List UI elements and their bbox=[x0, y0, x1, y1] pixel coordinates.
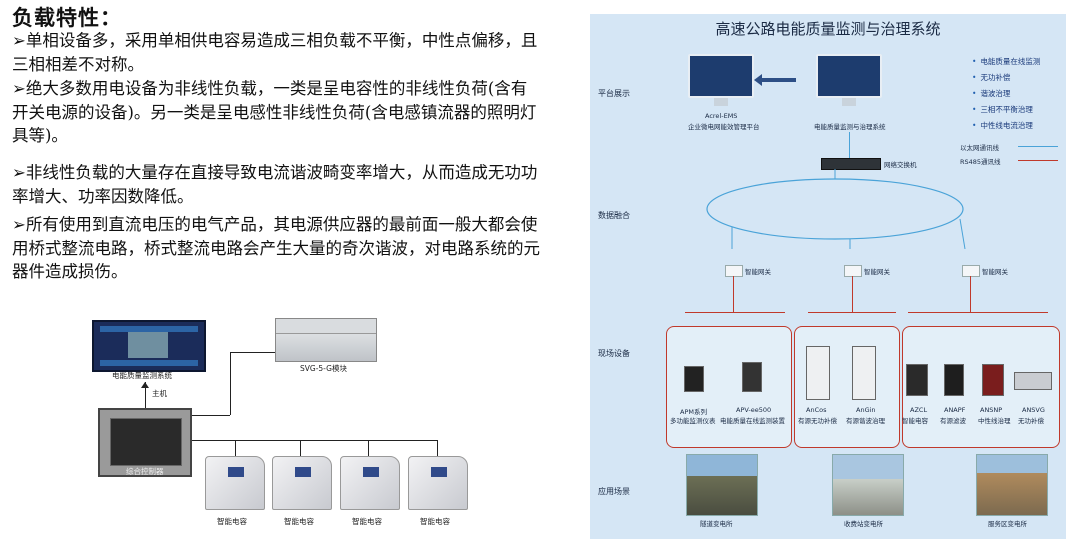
angin-cabinet bbox=[852, 346, 876, 400]
ems-platform-monitor bbox=[688, 54, 754, 106]
monitoring-system-screen bbox=[92, 320, 206, 372]
platform-desc: 电能质量监测与治理系统 bbox=[814, 123, 886, 131]
scene-label: 收费站变电所 bbox=[844, 520, 883, 528]
capacitor-label: 智能电容 bbox=[420, 517, 450, 526]
gateway-label: 智能网关 bbox=[745, 268, 771, 276]
section-label: 平台展示 bbox=[598, 89, 630, 98]
device-name: APV-ee500 bbox=[736, 406, 772, 414]
gateway-icon bbox=[725, 265, 743, 277]
gateway-label: 智能网关 bbox=[864, 268, 890, 276]
controller-label: 综合控制器 bbox=[126, 467, 164, 476]
device-name: ANAPF bbox=[944, 406, 966, 414]
link-label: 主机 bbox=[152, 389, 167, 398]
line-legend-rs485: RS485通讯线 bbox=[960, 158, 1001, 166]
paragraph-text: 所有使用到直流电压的电气产品，其电源供应器的最前面一般大都会使用桥式整流电路，桥… bbox=[12, 215, 540, 281]
azcl-capacitor bbox=[906, 364, 928, 396]
paragraph-4: ➢所有使用到直流电压的电气产品，其电源供应器的最前面一般大都会使用桥式整流电路，… bbox=[12, 213, 542, 284]
smart-capacitor bbox=[340, 456, 400, 510]
device-name: AnCos bbox=[806, 406, 827, 414]
ansvg-module bbox=[1014, 372, 1052, 390]
ansnp-device bbox=[982, 364, 1004, 396]
gateway-icon bbox=[844, 265, 862, 277]
service-area-photo bbox=[976, 454, 1048, 516]
arrow-bullet-icon: ➢ bbox=[12, 31, 26, 50]
paragraph-2: ➢绝大多数用电设备为非线性负载，一类是呈电容性的非线性负荷(含有开关电源的设备)… bbox=[12, 77, 542, 148]
gateway-label: 智能网关 bbox=[982, 268, 1008, 276]
paragraph-text: 绝大多数用电设备为非线性负载，一类是呈电容性的非线性负荷(含有开关电源的设备)。… bbox=[12, 79, 537, 145]
diagram-title: 高速公路电能质量监测与治理系统 bbox=[715, 20, 941, 38]
section-label: 现场设备 bbox=[598, 349, 630, 358]
ancos-cabinet bbox=[806, 346, 830, 400]
switch-label: 网络交换机 bbox=[884, 161, 917, 169]
smart-capacitor bbox=[272, 456, 332, 510]
arrow-bullet-icon: ➢ bbox=[12, 163, 26, 182]
smart-capacitor bbox=[408, 456, 468, 510]
section-label: 数据融合 bbox=[598, 211, 630, 220]
device-desc: 电能质量在线监测装置 bbox=[720, 417, 785, 425]
toll-station-photo bbox=[832, 454, 904, 516]
paragraph-text: 非线性负载的大量存在直接导致电流谐波畸变率增大，从而造成无功功率增大、功率因数降… bbox=[12, 163, 538, 206]
integrated-controller bbox=[98, 408, 192, 477]
legend-item: 三相不平衡治理 bbox=[972, 104, 1033, 115]
arrow-bullet-icon: ➢ bbox=[12, 79, 26, 98]
apm-meter bbox=[684, 366, 704, 392]
device-name: AZCL bbox=[910, 406, 928, 414]
scene-label: 服务区变电所 bbox=[988, 520, 1027, 528]
data-fusion-network bbox=[706, 169, 966, 249]
paragraph-1: ➢单相设备多，采用单相供电容易造成三相负载不平衡，中性点偏移，且三相相差不对称。 bbox=[12, 29, 542, 76]
scene-label: 隧道变电所 bbox=[700, 520, 733, 528]
rack-label: SVG-5-G模块 bbox=[300, 364, 347, 373]
paragraph-3: ➢非线性负载的大量存在直接导致电流谐波畸变率增大，从而造成无功功率增大、功率因数… bbox=[12, 161, 542, 208]
device-desc: 有源滤波 bbox=[940, 417, 966, 425]
platform-desc: 企业微电网能效管理平台 bbox=[688, 123, 760, 131]
legend-item: 无功补偿 bbox=[972, 72, 1010, 83]
tunnel-substation-photo bbox=[686, 454, 758, 516]
gateway-icon bbox=[962, 265, 980, 277]
legend-item: 谐波治理 bbox=[972, 88, 1010, 99]
capacitor-label: 智能电容 bbox=[217, 517, 247, 526]
monitor-label: 电能质量监测系统 bbox=[112, 371, 172, 380]
network-switch bbox=[821, 158, 881, 170]
device-name: APM系列 bbox=[680, 408, 707, 416]
device-desc: 无功补偿 bbox=[1018, 417, 1044, 425]
system-diagram-panel: 高速公路电能质量监测与治理系统 平台展示 数据融合 现场设备 应用场景 电能质量… bbox=[590, 14, 1066, 539]
device-desc: 中性线治理 bbox=[978, 417, 1011, 425]
line-legend-ethernet: 以太网通讯线 bbox=[960, 144, 999, 152]
paragraph-text: 单相设备多，采用单相供电容易造成三相负载不平衡，中性点偏移，且三相相差不对称。 bbox=[12, 31, 538, 74]
legend-item: 中性线电流治理 bbox=[972, 120, 1033, 131]
device-desc: 有源谐波治理 bbox=[846, 417, 885, 425]
smart-capacitor bbox=[205, 456, 265, 510]
platform-name: Acrel-EMS bbox=[705, 112, 738, 120]
section-label: 应用场景 bbox=[598, 487, 630, 496]
device-desc: 多功能监测仪表 bbox=[670, 417, 716, 425]
anapf-filter bbox=[944, 364, 964, 396]
device-name: ANSNP bbox=[980, 406, 1003, 414]
device-name: AnGin bbox=[856, 406, 876, 414]
section-heading: 负载特性： bbox=[12, 5, 122, 30]
pq-system-monitor bbox=[816, 54, 882, 106]
arrow-bullet-icon: ➢ bbox=[12, 215, 26, 234]
capacitor-label: 智能电容 bbox=[284, 517, 314, 526]
arrow-left-icon bbox=[760, 78, 796, 82]
device-desc: 智能电容 bbox=[902, 417, 928, 425]
device-desc: 有源无功补偿 bbox=[798, 417, 837, 425]
legend-item: 电能质量在线监测 bbox=[972, 56, 1040, 67]
apv-monitor-device bbox=[742, 362, 762, 392]
capacitor-label: 智能电容 bbox=[352, 517, 382, 526]
svg-module-rack bbox=[275, 318, 377, 362]
device-name: ANSVG bbox=[1022, 406, 1045, 414]
